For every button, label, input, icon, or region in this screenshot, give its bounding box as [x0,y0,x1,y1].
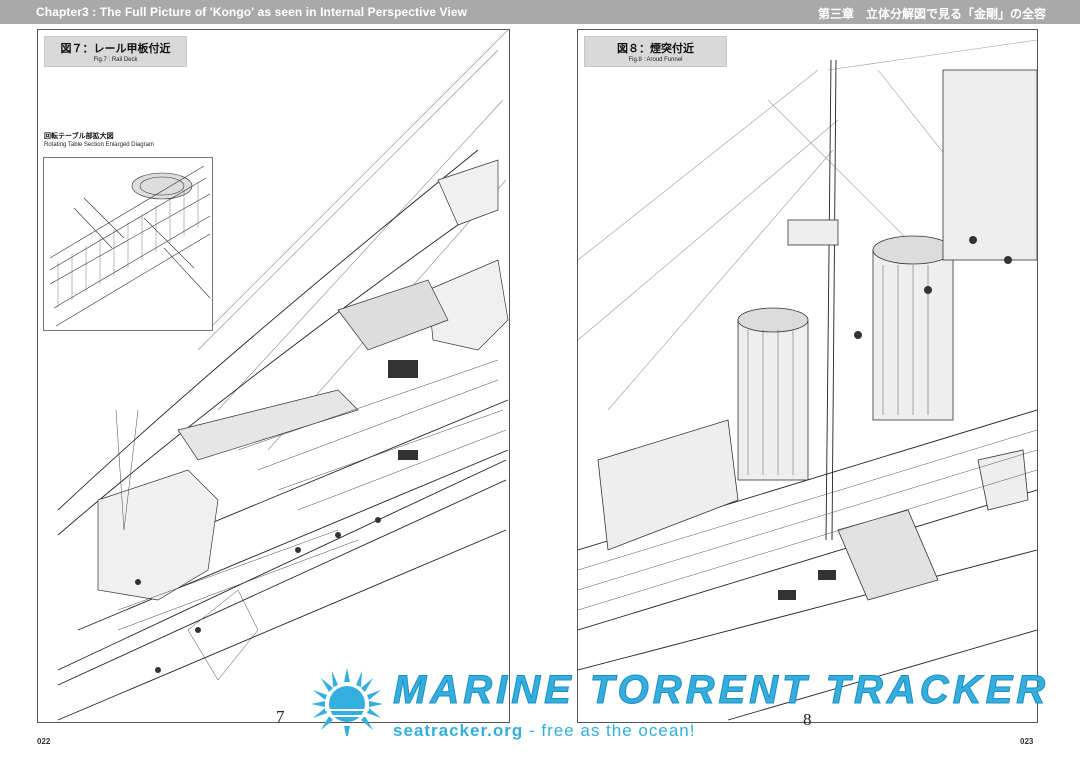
watermark-subtitle: seatracker.org - free as the ocean! [393,721,695,741]
header-left-title: Chapter3 : The Full Picture of 'Kongo' a… [36,5,468,19]
right-big-number: 8 [803,710,812,729]
header-bar: Chapter3 : The Full Picture of 'Kongo' a… [0,0,1080,24]
right-figure-label: 図８：煙突付近 Fig.8 : Aroud Funnel [584,36,727,67]
right-page-number: 023 [1020,737,1034,746]
sun-logo-icon [311,668,383,736]
rail-deck-drawing [57,30,509,721]
watermark-site-link[interactable]: seatracker.org [393,721,524,740]
watermark-title: MARINE TORRENT TRACKER [392,668,1050,713]
left-figure-label-jp: 図７：レール甲板付近 [60,43,171,55]
left-figure-label-en: Fig.7 : Rail Deck [93,57,138,63]
header-right-title: 第三章 立体分解図で見る「金剛」の全容 [817,7,1046,21]
funnel-drawing [578,39,1037,721]
right-figure-panel: 図８：煙突付近 Fig.8 : Aroud Funnel [577,29,1038,723]
inset-title-en: Rotating Table Section Enlarged Diagram [44,142,154,148]
right-figure-label-jp: 図８：煙突付近 [617,43,694,55]
left-figure-label: 図７：レール甲板付近 Fig.7 : Rail Deck [44,36,187,67]
rotating-table-drawing [49,165,211,327]
watermark-tagline: - free as the ocean! [523,721,696,740]
left-page-number: 022 [37,737,51,746]
right-figure-label-en: Fig.8 : Aroud Funnel [628,57,683,63]
inset-title-jp: 回転テーブル部拡大図 [44,133,114,140]
left-figure-panel: 図７：レール甲板付近 Fig.7 : Rail Deck 回転テーブル部拡大図 … [37,29,510,723]
rotating-table-inset [43,157,213,331]
left-big-number: 7 [276,707,285,726]
